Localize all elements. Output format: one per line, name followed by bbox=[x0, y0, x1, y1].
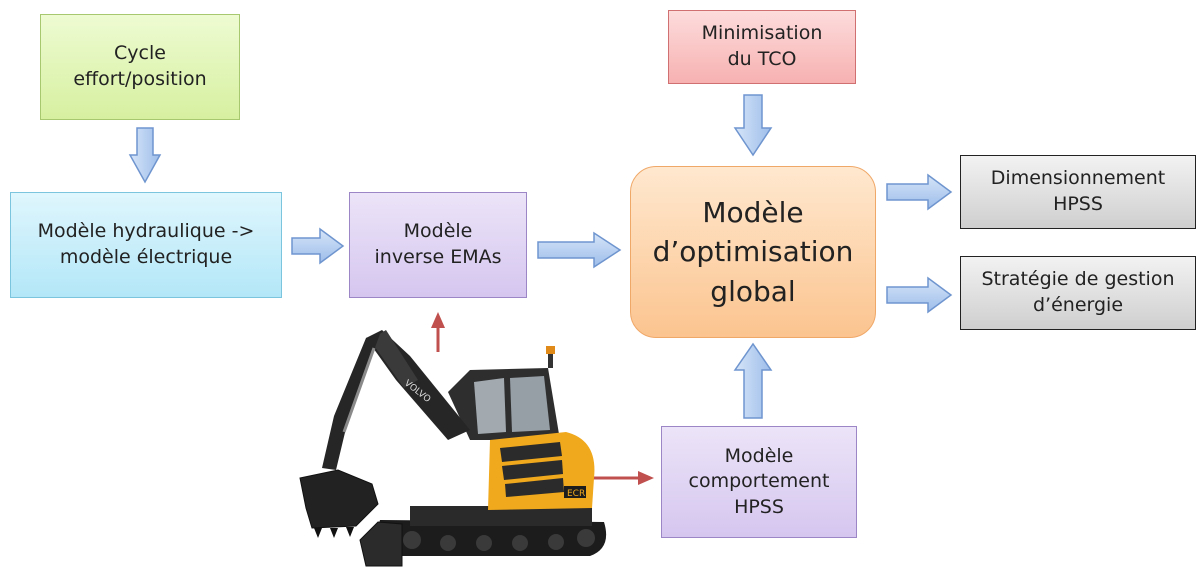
arrow-optim-to-strategy bbox=[886, 276, 953, 314]
arrow-hydraulic-to-inverse bbox=[291, 227, 345, 265]
optim-line1: Modèle bbox=[702, 196, 804, 230]
behavior-line3: HPSS bbox=[734, 495, 784, 518]
inverse-line1: Modèle bbox=[403, 220, 473, 243]
cycle-line1: Cycle bbox=[114, 42, 166, 65]
behavior-line1: Modèle bbox=[724, 444, 794, 467]
sizing-line1: Dimensionnement bbox=[990, 167, 1166, 190]
cycle-line2: effort/position bbox=[73, 68, 207, 90]
inverse-line2: inverse EMAs bbox=[374, 246, 502, 268]
tco-box: Minimisation du TCO bbox=[668, 10, 856, 84]
arrow-behavior-to-optim bbox=[733, 342, 773, 419]
strategy-line1: Stratégie de gestion bbox=[981, 268, 1175, 291]
tco-line2: du TCO bbox=[727, 48, 797, 70]
arrow-cycle-to-hydraulic bbox=[128, 127, 162, 184]
optim-line3: global bbox=[710, 274, 796, 308]
sizing-line2: HPSS bbox=[1053, 193, 1103, 215]
strategy-line2: d’énergie bbox=[1032, 294, 1124, 316]
red-arrow-right bbox=[592, 471, 654, 485]
hydraulic-line1: Modèle hydraulique -> bbox=[37, 220, 255, 243]
hydraulic-line2: modèle électrique bbox=[59, 246, 233, 268]
optim-line2: d’optimisation bbox=[652, 235, 854, 269]
hpss-behavior-box: Modèle comportement HPSS bbox=[661, 426, 857, 538]
sizing-box: Dimensionnement HPSS bbox=[960, 155, 1196, 229]
inverse-ema-box: Modèle inverse EMAs bbox=[349, 192, 527, 298]
arrow-optim-to-sizing bbox=[886, 173, 953, 211]
global-optimization-box: Modèle d’optimisation global bbox=[630, 166, 876, 338]
strategy-box: Stratégie de gestion d’énergie bbox=[960, 256, 1196, 330]
red-arrow-up bbox=[431, 312, 445, 352]
tco-line1: Minimisation bbox=[701, 22, 823, 45]
behavior-line2: comportement bbox=[688, 470, 830, 493]
cycle-box: Cycle effort/position bbox=[40, 14, 240, 120]
hydraulic-model-box: Modèle hydraulique -> modèle électrique bbox=[10, 192, 282, 298]
arrow-tco-to-optim bbox=[733, 94, 773, 157]
arrow-inverse-to-optim bbox=[537, 231, 622, 269]
